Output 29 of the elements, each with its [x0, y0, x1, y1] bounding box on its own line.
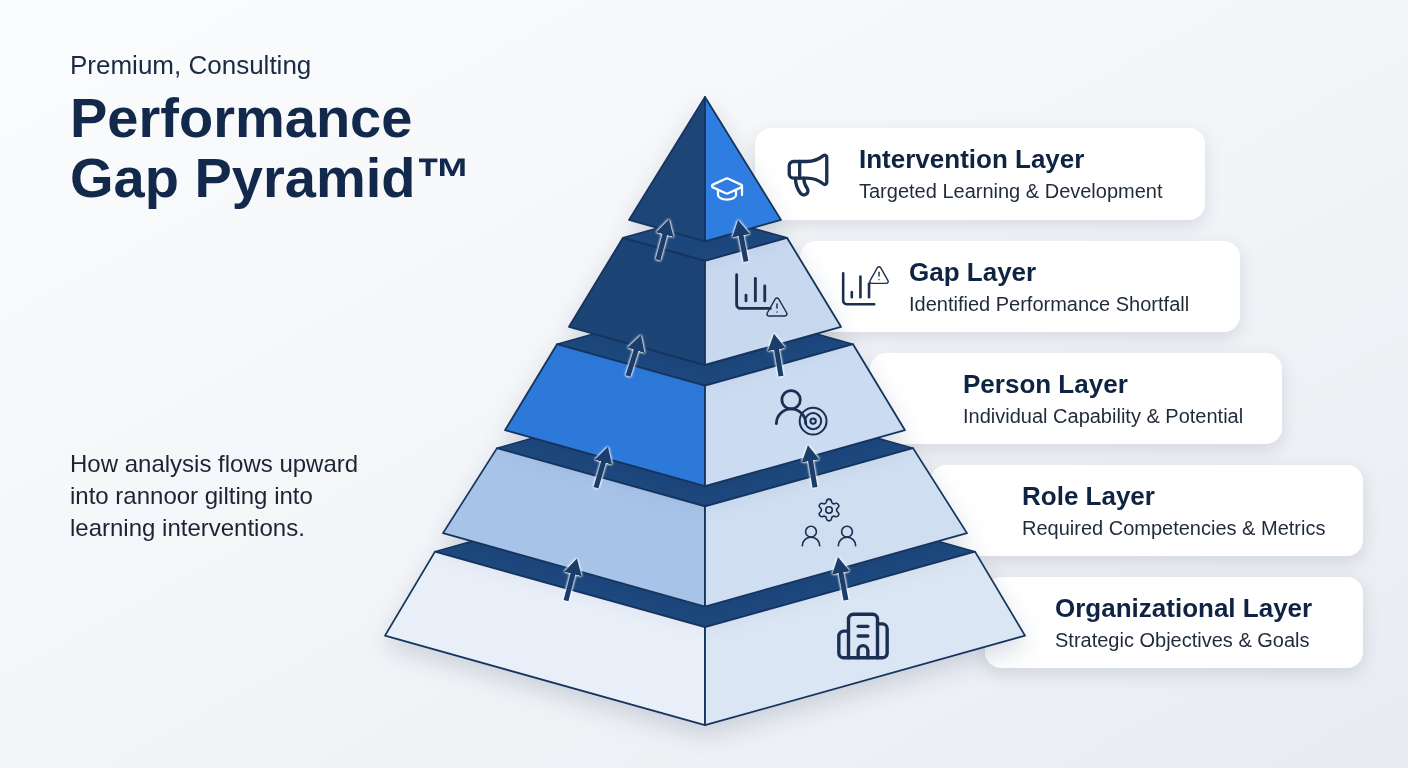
layer-title: Intervention Layer	[859, 144, 1086, 174]
layer-title: Role Layer	[1022, 480, 1156, 511]
flow-arrow	[625, 335, 645, 377]
flow-arrow	[732, 220, 750, 262]
layer-description: Targeted Learning & Development	[859, 179, 1163, 204]
layer-card	[870, 353, 1282, 444]
pyramid-tier	[384, 540, 1026, 727]
layer-title: Organizational Layer	[1055, 592, 1313, 623]
pyramid-apex	[628, 96, 782, 243]
layer-description: Identified Performance Shortfall	[909, 291, 1190, 317]
layer-card	[800, 241, 1240, 332]
layer-description: Strategic Objectives & Goals	[1055, 627, 1311, 653]
pyramid-tier	[442, 436, 968, 608]
pyramid-tier	[504, 332, 906, 487]
flow-arrow	[655, 219, 674, 261]
flow-arrow	[767, 333, 786, 377]
flow-arrow	[593, 446, 613, 489]
pyramid-tier	[568, 227, 842, 367]
layer-card	[930, 465, 1363, 556]
layer-card	[755, 128, 1205, 220]
layer-title: Person Layer	[963, 368, 1129, 399]
kicker-text: Premium, Consulting	[70, 50, 312, 80]
layer-description: Required Competencies & Metrics	[1022, 515, 1326, 541]
subtitle-text: How analysis flows upward into rannoor gilting into learning interventions.	[70, 449, 360, 543]
title: Performance Gap Pyramid™	[70, 88, 473, 208]
layer-title: Gap Layer	[909, 256, 1038, 287]
layer-description: Individual Capability & Potential	[963, 403, 1244, 429]
flow-arrow	[801, 445, 820, 488]
flow-arrow	[563, 558, 582, 602]
